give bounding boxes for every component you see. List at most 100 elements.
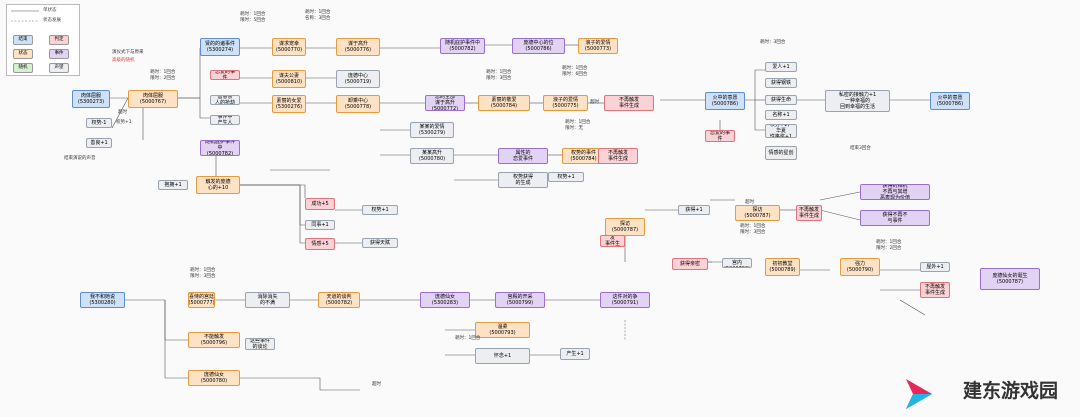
node-n30[interactable]: 私密的接触力+1 一种幸福的 回到幸福的生活 <box>825 90 890 112</box>
node-n40[interactable]: 不再触发 事件生成 <box>598 148 638 164</box>
node-n49[interactable]: 初初教堂 (5000789) <box>765 258 800 276</box>
legend-solid-label: 单状态 <box>43 8 57 13</box>
edge-group-bottom <box>125 299 626 391</box>
note-t16: 耗时：1回合 <box>455 336 481 341</box>
legend-line-samples <box>11 10 39 22</box>
node-n17[interactable]: 善意亲 人的抢劫 <box>210 95 240 105</box>
node-n23[interactable]: 某某高升 (5000780) <box>410 148 454 164</box>
node-n51[interactable]: 强力 (5000790) <box>840 258 880 276</box>
node-n20[interactable]: 浪子的爱情 (5000775) <box>543 95 588 111</box>
node-n48[interactable]: 不再触发 事件生成 <box>796 205 822 221</box>
node-n8[interactable]: 素丽的女爱 (5300276) <box>272 95 306 113</box>
legend-item-end: 结束 <box>13 35 33 45</box>
note-t14: 耗时：1回合 限时：2回合 <box>876 240 902 251</box>
node-n44b[interactable]: 探访 (5000787) <box>735 205 780 221</box>
node-n9[interactable]: 谋于高升 (5000776) <box>336 38 380 56</box>
node-n15[interactable]: 恋爱的事件 <box>210 70 240 80</box>
node-n63[interactable]: 温柔 (5000793) <box>475 322 530 338</box>
legend-item-state: 状态 <box>13 49 33 59</box>
node-n55[interactable]: 天道的谈判 (5000782) <box>318 292 360 308</box>
node-n31b[interactable]: 火中的意愿 (5000786) <box>930 92 970 110</box>
node-n1[interactable]: 肉体屈服 (5300273) <box>72 90 110 108</box>
node-n3[interactable]: 权势-1 <box>86 118 112 128</box>
note-t17: 超时 <box>118 110 127 115</box>
node-n46[interactable]: 名称+1 <box>765 110 797 120</box>
note-t10: 耗时：3回合 <box>760 40 786 45</box>
node-n16[interactable]: 浪子的爱情 (5000773) <box>578 38 618 54</box>
legend: 单状态 状态发展 结束 判定 状态 事件 随机 声望 <box>6 4 80 76</box>
node-n64[interactable]: 怀念+1 <box>475 348 530 364</box>
node-n37[interactable]: 触发的庞德 心的+10 <box>196 176 240 194</box>
node-n60[interactable]: 宫殿的开采 (5000799) <box>495 292 545 308</box>
note-t15: 耗时：1回合 限时：3回合 <box>190 268 216 279</box>
note-t11: 耗时：1回合 限时：无 <box>565 120 591 131</box>
node-n43[interactable]: 获得亲密 <box>672 258 708 270</box>
node-n14[interactable]: 庞德中心的位 (5000786) <box>512 38 565 54</box>
node-n12[interactable]: 素丽的敬爱 (5000784) <box>478 95 530 111</box>
node-n13b[interactable]: 随机庇护事件中 (5000782) <box>200 140 240 156</box>
note-t9: 耗时：1回合 限时：3回合 <box>486 70 512 81</box>
node-n52[interactable]: 不再触发 事件生成 <box>920 282 950 298</box>
note-t19: 超时 <box>745 200 754 205</box>
node-n58[interactable]: 消除消失 的不满 <box>245 292 290 308</box>
node-n4[interactable]: 善良+1 <box>86 138 112 148</box>
node-n21[interactable]: 不再触发 事件生成 <box>604 95 654 111</box>
node-n10[interactable]: 庞德中心 (5000719) <box>336 70 380 88</box>
note-t12: 结束3回合 <box>850 146 871 151</box>
node-n53[interactable]: 我不和她说 (5300280) <box>80 292 125 308</box>
node-n24[interactable]: 权势+1 <box>548 172 584 182</box>
node-n65[interactable]: 庞德仙女的诞生 (5000787) <box>980 268 1040 290</box>
node-n31[interactable]: 火中的意愿 (5000786) <box>705 92 745 110</box>
node-n27[interactable]: 获得生命 <box>765 95 797 105</box>
node-n29[interactable]: 权势的事件 (5000784) <box>562 148 605 164</box>
node-n62[interactable]: 这些事件 的谈论 <box>245 338 275 350</box>
node-n68[interactable]: 产生+1 <box>560 348 590 360</box>
node-n7[interactable]: 谋夫公妻 (5000810) <box>272 70 306 88</box>
node-n6[interactable]: 谋求宠幸 (5000770) <box>272 38 306 56</box>
node-n35[interactable]: 同事+1 <box>305 220 335 230</box>
node-n66[interactable]: 获得的相机 不再与其增 恶表现为价值 <box>860 184 930 200</box>
node-n13[interactable]: 随机庇护事件中 (5000782) <box>440 38 485 54</box>
node-n61[interactable]: 这件对的争 (5000791) <box>600 292 650 308</box>
note-t3: 耗时：1回合 限时：2回合 <box>150 70 176 81</box>
legend-item-event: 事件 <box>49 49 69 59</box>
node-n42[interactable]: 获得天赋 <box>362 238 398 248</box>
node-n50[interactable]: 屋外+1 <box>920 262 950 272</box>
node-n15b[interactable]: 恋爱的事件 <box>705 130 735 142</box>
node-n26[interactable]: 获得钢铁 <box>765 78 797 88</box>
node-n56[interactable]: 不能触发 (5000796) <box>188 332 240 348</box>
node-n39[interactable]: 情感+5 <box>305 238 335 250</box>
node-n41[interactable]: 权势+1 <box>362 205 398 215</box>
note-t4: 耗时：1回合 限时：5回合 <box>240 12 266 23</box>
node-n33[interactable]: 权势获得 的生成 <box>498 172 548 188</box>
node-n18[interactable]: 您的全部 谋于高升 (5000772) <box>425 95 465 111</box>
node-n2[interactable]: 肉体屈服 (5000767) <box>128 90 178 108</box>
node-n34[interactable]: 抱拥+1 <box>158 180 188 190</box>
node-n21b[interactable]: 不再触发 事件生成 <box>600 235 625 247</box>
note-t7: 耗时：1回合 名称：3回合 <box>305 10 331 21</box>
legend-item-fame: 声望 <box>49 63 69 73</box>
node-n67[interactable]: 获得不再不 与事件 <box>860 210 930 226</box>
node-n11[interactable]: 卸乘中心 (5000778) <box>336 95 380 113</box>
node-n19[interactable]: 事件中 产生人 <box>210 115 240 125</box>
node-n47[interactable]: 获得+1 <box>678 205 710 215</box>
watermark-logo-icon <box>906 379 932 409</box>
node-n36[interactable]: 属性的 恋爱事件 <box>498 148 548 164</box>
node-n54[interactable]: 喜侍的宫廷 (5000777) <box>188 292 215 308</box>
note-t20: 超时 <box>372 382 381 387</box>
legend-item-judge: 判定 <box>49 35 69 45</box>
node-n28[interactable]: 权势+1，华夏 性格奖+1 <box>765 124 797 138</box>
note-t8: 耗时：1回合 限时：6回合 <box>562 66 588 77</box>
legend-item-random: 随机 <box>13 63 33 73</box>
node-n5[interactable]: 贤的的诸事件 (5300274) <box>200 38 240 56</box>
node-n59[interactable]: 庞德仙女 (5300283) <box>420 292 470 308</box>
node-n44[interactable]: 探访 (5000787) <box>605 218 645 236</box>
node-n32[interactable]: 情感的星创 <box>765 146 797 160</box>
node-n57[interactable]: 庞德仙女 (5000780) <box>188 370 240 386</box>
node-n25[interactable]: 爱人+1 <box>765 62 797 72</box>
node-n38[interactable]: 成功+5 <box>305 198 335 210</box>
node-n45[interactable]: 庞德的 宫内 (5000790) <box>722 258 752 268</box>
note-t18: 超时 <box>590 100 599 105</box>
node-n22[interactable]: 某某的爱情 (5300279) <box>410 122 454 138</box>
